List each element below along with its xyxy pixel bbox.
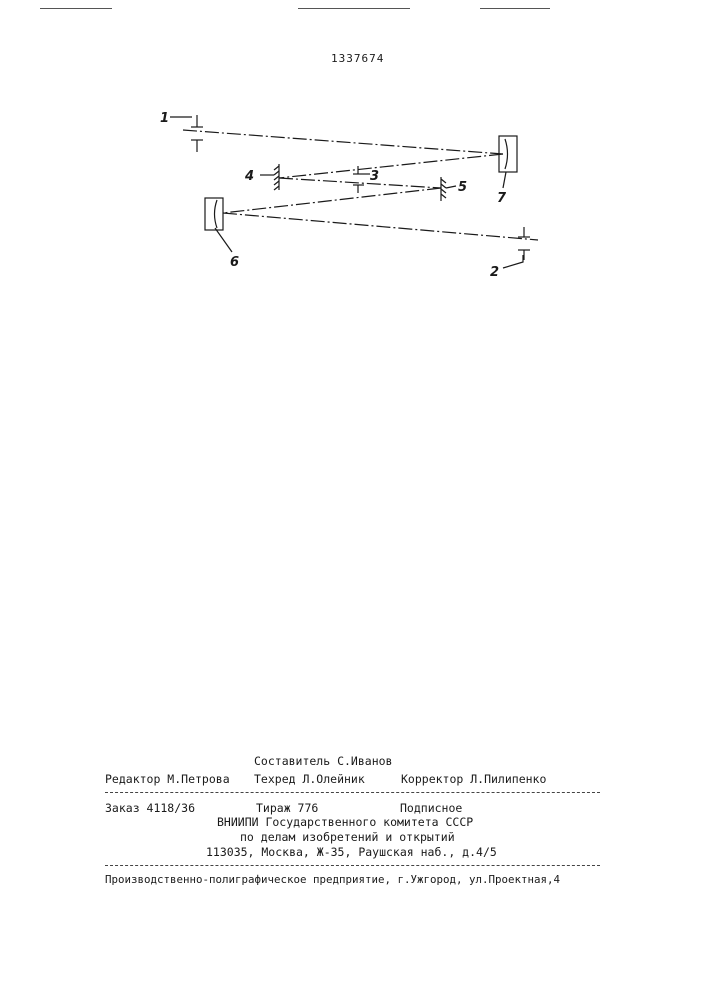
subscription: Подписное (400, 801, 462, 815)
techred: Техред Л.Олейник (254, 772, 365, 786)
org-line-2: по делам изобретений и открытий (240, 830, 455, 844)
editor: Редактор М.Петрова (105, 772, 230, 786)
corrector: Корректор Л.Пилипенко (401, 772, 546, 786)
compiler: Составитель С.Иванов (254, 754, 392, 768)
address: 113035, Москва, Ж-35, Раушская наб., д.4… (206, 845, 497, 859)
order-number: Заказ 4118/36 (105, 801, 195, 815)
printer: Производственно-полиграфическое предприя… (105, 873, 560, 886)
dashed-rule-2 (105, 865, 600, 866)
org-line-1: ВНИИПИ Государственного комитета СССР (217, 815, 473, 829)
dashed-rule-1 (105, 792, 600, 793)
circulation: Тираж 776 (256, 801, 318, 815)
